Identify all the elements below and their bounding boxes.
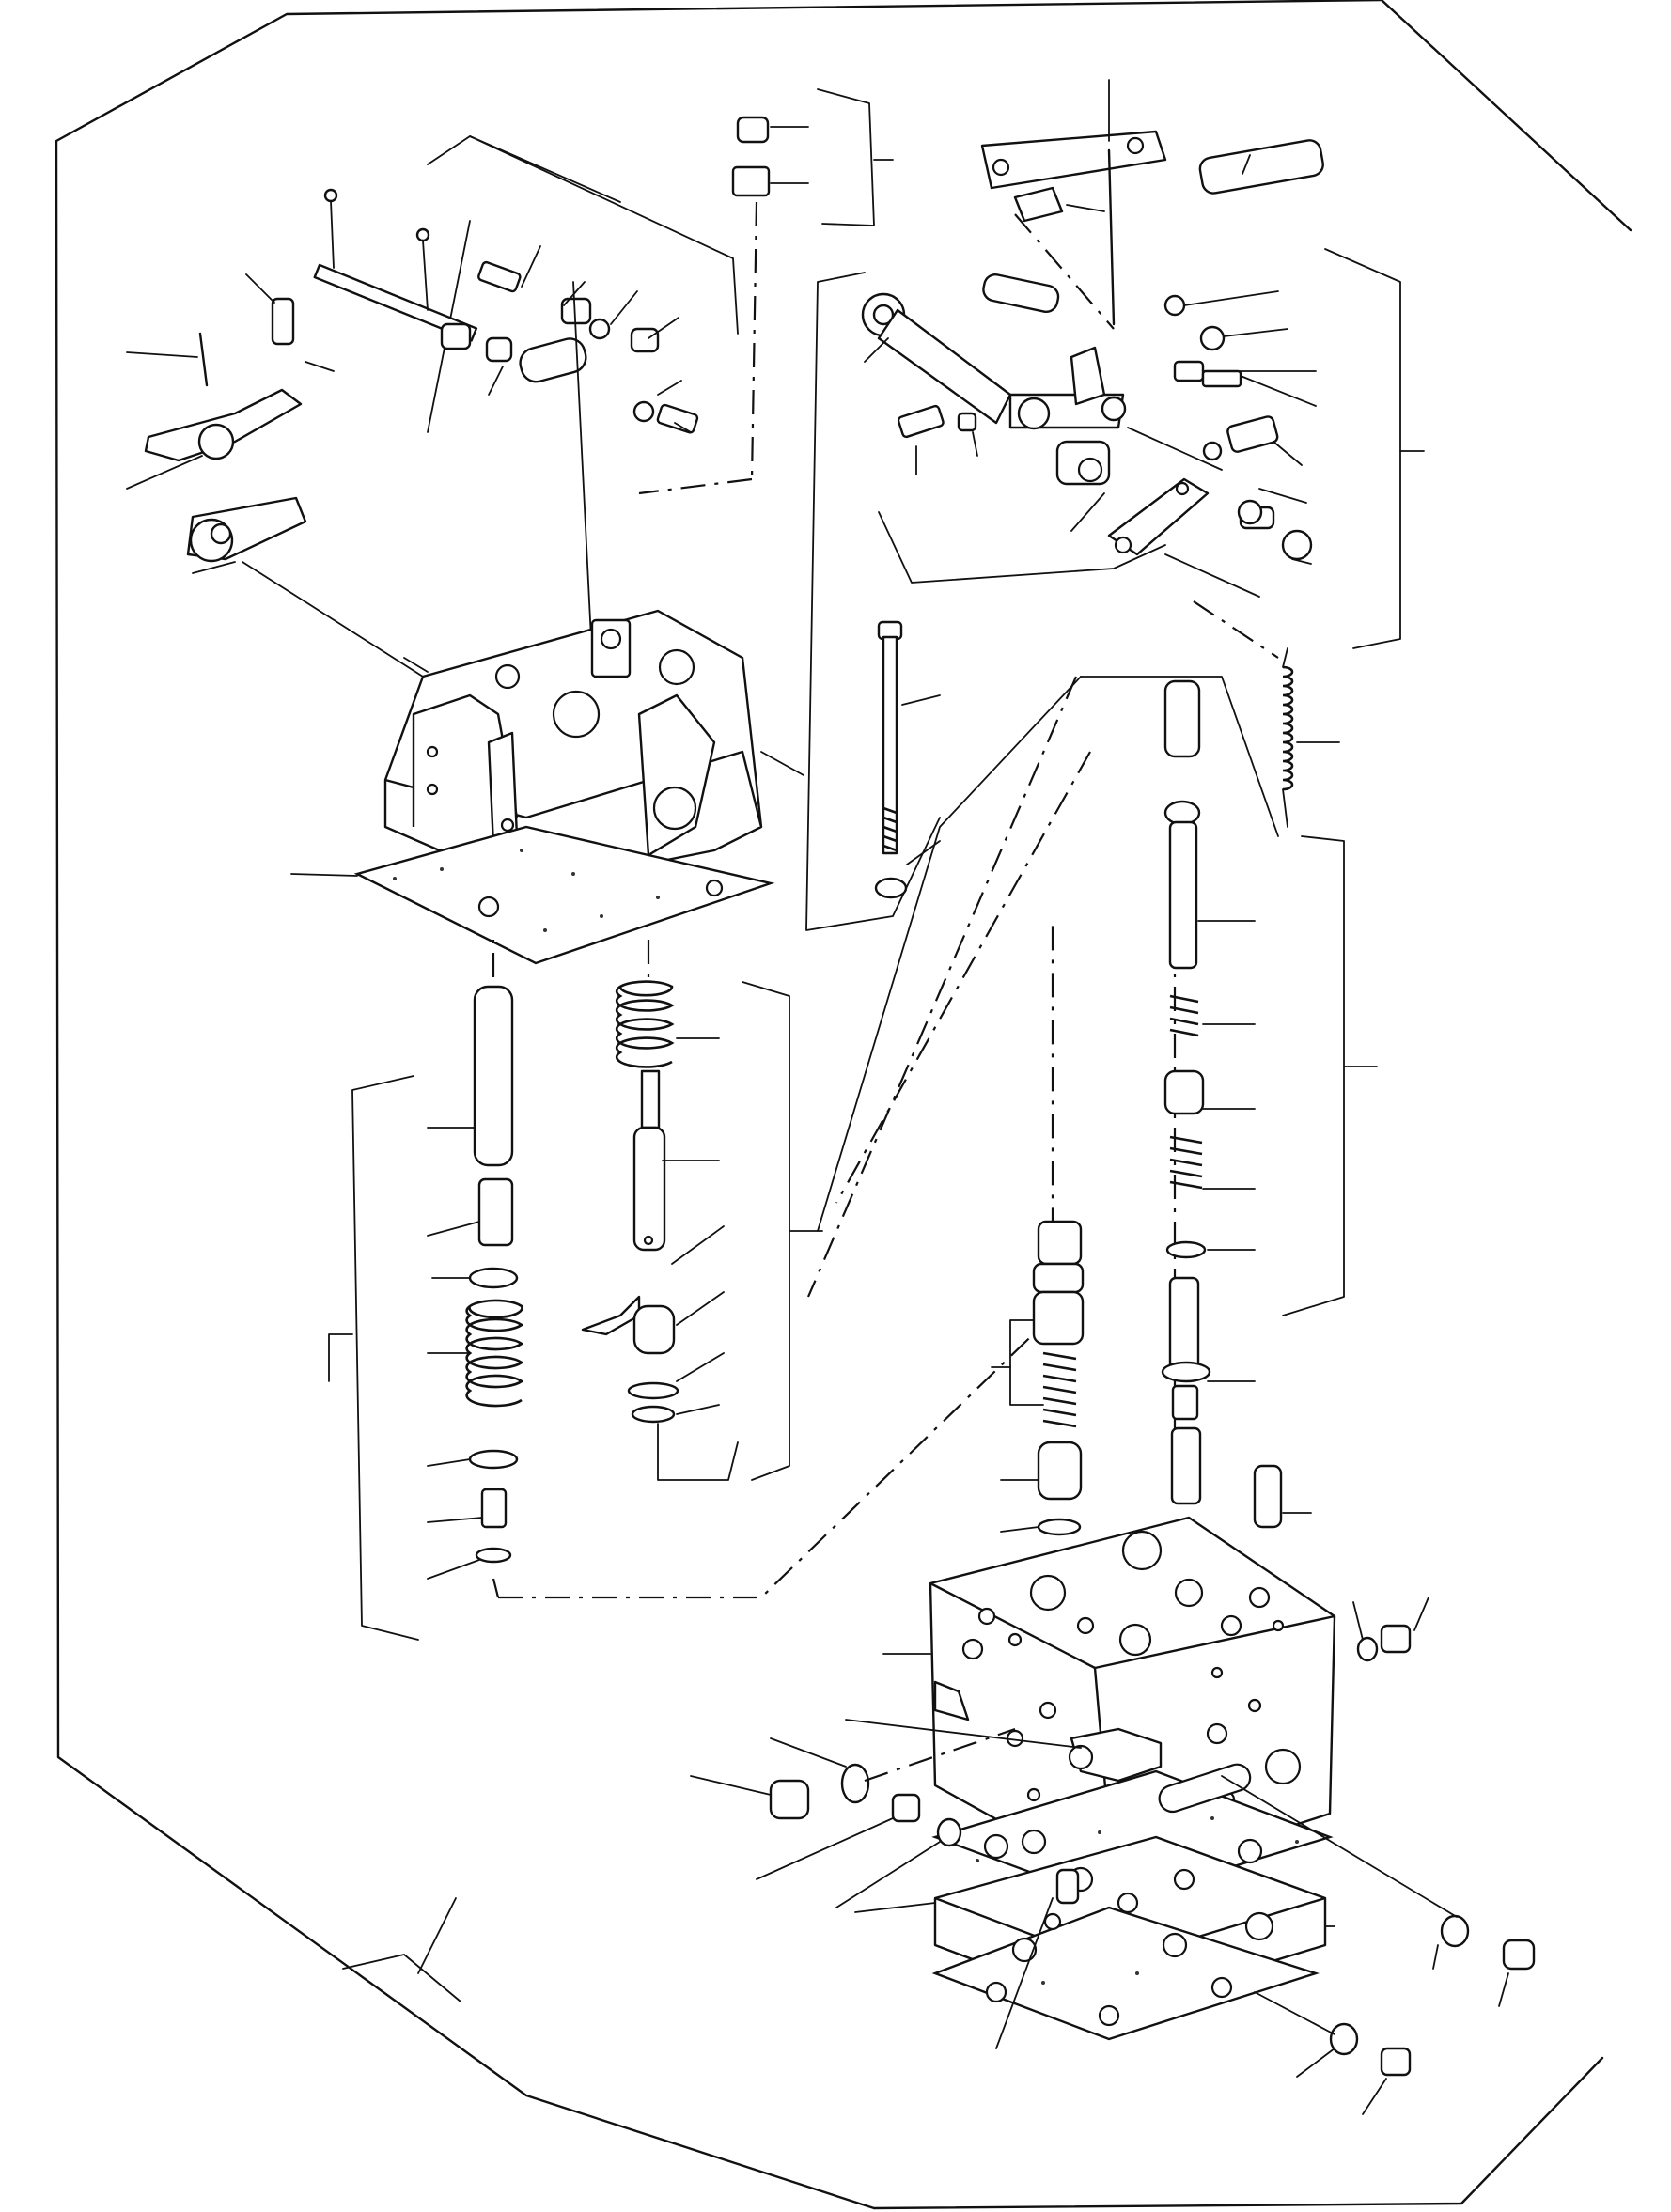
middle-spool-stack (581, 940, 823, 1481)
linkage-right-group (861, 79, 1425, 659)
outline-frame (55, 0, 1632, 2210)
linkage-bracket-outline (805, 272, 1279, 1232)
right-spool-stack (1161, 679, 1378, 1529)
top-right-small-parts (638, 88, 894, 495)
tension-spring-right (1282, 647, 1340, 828)
left-spool-stack (328, 921, 1054, 1641)
center-spool-stack (991, 1220, 1085, 1536)
long-bolt (874, 620, 941, 899)
upper-valve-body (383, 609, 804, 890)
upper-gasket (290, 825, 775, 965)
linkage-left-group (313, 135, 739, 659)
fasteners (690, 1597, 1536, 2115)
dashed-links (806, 676, 1177, 1503)
left-lever-group (126, 273, 424, 678)
lower-gaskets (854, 1763, 1335, 2049)
